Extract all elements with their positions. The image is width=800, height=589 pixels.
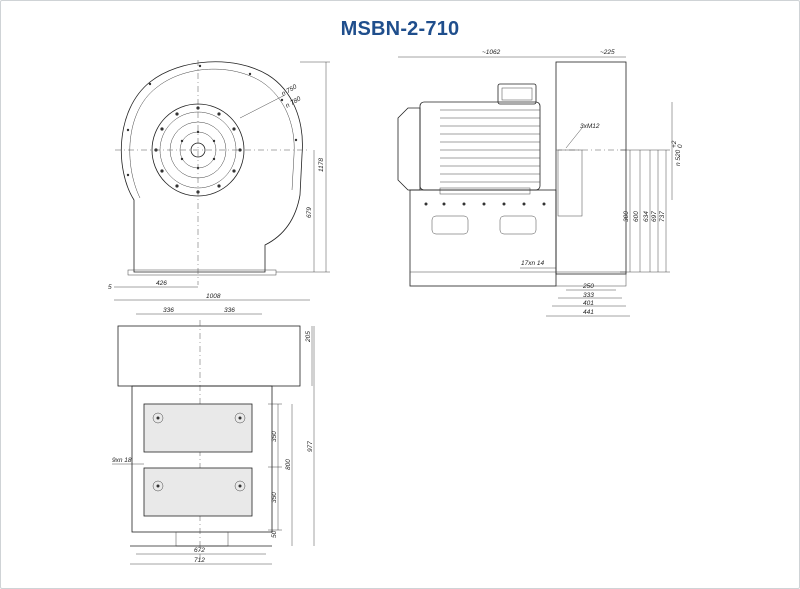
front-view: n 750 n 780 1178 679 5 426 1008: [108, 60, 330, 301]
inner-diameter-label: n 780: [285, 95, 303, 109]
motor-feet: [439, 187, 531, 195]
side-base-plate: [409, 271, 627, 287]
front-base-plate: [127, 269, 277, 276]
housing-depth-label: ~225: [600, 49, 615, 56]
upper-pitch-label: 350: [271, 431, 278, 442]
feet-holes-label: 17xn 14: [521, 260, 545, 267]
half-width-label: 426: [156, 280, 167, 287]
outlet-tol2-label: 0: [677, 144, 684, 148]
motor-fins: [440, 109, 540, 183]
h300-label: 300: [623, 211, 630, 222]
h634-label: 634: [643, 211, 650, 222]
panel-bolts: [152, 412, 246, 492]
total-length-label: ~1062: [482, 49, 501, 56]
base-offset-label: 5: [108, 284, 112, 291]
diameter-leader: [239, 94, 286, 119]
bolts-leader: [565, 127, 583, 149]
motor-body: [419, 101, 541, 191]
inlet-cone: [397, 107, 421, 191]
axis-height-label: 679: [306, 207, 313, 218]
w333-label: 333: [583, 292, 594, 299]
panel-upper: [143, 403, 253, 453]
side-holes-label: 9xn 18: [112, 457, 132, 464]
w250-label: 250: [582, 283, 594, 290]
total-height-label: 1178: [318, 158, 325, 172]
total-width-label: 1008: [206, 293, 221, 300]
base-width-label: 672: [194, 547, 205, 554]
pedestal-window-right: [499, 215, 537, 235]
top-view: 336 336 205 9xn 18 350 350 800 977: [112, 307, 315, 565]
bolt-circle: [126, 64, 298, 194]
lower-pitch-label: 350: [271, 492, 278, 503]
outlet-circle-label: n 520: [675, 149, 682, 166]
bolts-label: 3xM12: [580, 123, 600, 130]
outlet-flange: [557, 149, 583, 217]
outlet-duct: [117, 325, 301, 387]
h697-label: 697: [651, 211, 658, 222]
w441-label: 441: [583, 309, 594, 316]
terminal-box-cover: [501, 87, 533, 101]
terminal-box: [497, 83, 537, 105]
inlet-stub: [175, 531, 229, 547]
left-span-label: 336: [163, 307, 174, 314]
outlet-height-label: 205: [305, 331, 312, 343]
outlet-tol-label: +2: [671, 140, 678, 148]
fan-housing: [555, 61, 627, 275]
outer-diameter-label: n 750: [281, 83, 299, 97]
outer-width-label: 712: [194, 557, 205, 564]
page-title: MSBN-2-710: [340, 18, 460, 40]
pitch-total-label: 800: [285, 459, 292, 470]
h600-label: 600: [633, 211, 640, 222]
bottom-offset-label: 50: [271, 530, 278, 538]
right-span-label: 336: [224, 307, 235, 314]
pedestal-window-left: [431, 215, 469, 235]
total-depth-label: 977: [307, 441, 314, 452]
h737-label: 737: [659, 211, 666, 222]
w401-label: 401: [583, 300, 594, 307]
scroll-inner: [129, 68, 295, 199]
pedestal-holes: [424, 202, 546, 206]
side-view: ~1062 ~225: [397, 49, 684, 317]
panel-lower: [143, 467, 253, 517]
scroll-housing: [120, 61, 303, 273]
